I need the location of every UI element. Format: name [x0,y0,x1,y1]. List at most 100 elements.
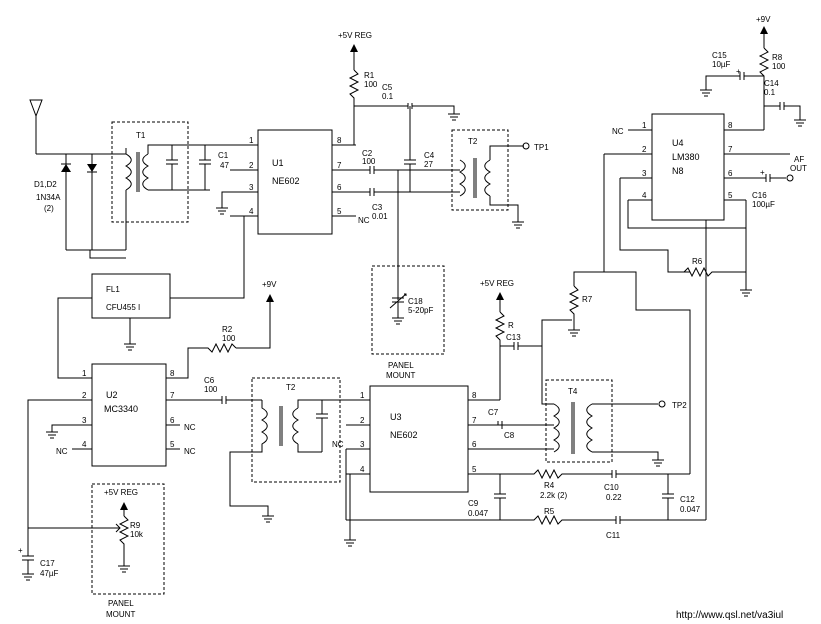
c11-ref: C11 [606,531,621,540]
t2-coils [458,145,524,229]
af-out-1: AF [794,155,804,164]
u3-part: NE602 [390,430,418,440]
u4-pin3: 3 [642,169,647,178]
t2-label: T2 [468,137,478,146]
c2-ref: C2 [362,149,373,158]
r3-ref: R [508,321,514,330]
u4-pin1: 1 [642,121,647,130]
c14-ref: C14 [764,79,779,88]
t4-coils [534,319,664,467]
u1-pin7: 7 [337,161,342,170]
rail-r9: +5V REG [104,488,138,497]
u1-pin8: 8 [337,136,342,145]
c18-ref: C18 [408,297,423,306]
u1-nc: NC [358,216,370,225]
c4-value: 27 [424,160,433,169]
rail-r2: +9V [262,280,277,289]
c18-value: 5-20pF [408,306,433,315]
u2-pin7: 7 [170,391,175,400]
u2-pin4: 4 [82,440,87,449]
c1-value: 47 [220,161,229,170]
c13-ref: C13 [506,333,521,342]
c6-value: 100 [204,385,218,394]
c9-value: 0.047 [468,509,489,518]
u3-pin5: 5 [472,465,477,474]
u3-pin6: 6 [472,440,477,449]
af-out-2: OUT [790,164,807,173]
source-url: http://www.qsl.net/va3iul [676,610,783,621]
rail-r8: +9V [756,15,771,24]
r3-resistor [494,311,506,400]
c15-value: 10µF [712,60,731,69]
u4-nc: NC [612,127,624,136]
u4-pin5: 5 [728,191,733,200]
u2-pin3: 3 [82,416,87,425]
u4-ref: U4 [672,138,684,148]
r7-resistor [568,285,580,337]
c9-ref: C9 [468,499,479,508]
tp2: TP2 [672,401,687,410]
c15-ref: C15 [712,51,727,60]
u2-chip [91,363,167,467]
u1-part: NE602 [272,176,300,186]
u1-ref: U1 [272,158,284,168]
u3-ref: U3 [390,412,402,422]
c16-plus: + [760,168,765,177]
r9-panel [91,483,165,595]
c14-value: 0.1 [764,88,776,97]
u4-pin8: 8 [728,121,733,130]
c18-panel [371,265,445,355]
t1-coils [124,144,250,250]
r2-resistor [180,342,237,379]
u2-pin1: 1 [82,369,87,378]
c7-ref: C7 [488,408,499,417]
u4-pin7: 7 [728,145,733,154]
r9-ref: R9 [130,521,141,530]
r4-ref: R4 [544,481,555,490]
u1-pin6: 6 [337,183,342,192]
panel-mount-2b: MOUNT [106,610,135,619]
fl1-part: CFU455 I [106,303,140,312]
r2-ref: R2 [222,325,233,334]
u4-pin2: 2 [642,145,647,154]
t1-shield [111,121,189,223]
c6-ref: C6 [204,376,215,385]
u4-pin6: 6 [728,169,733,178]
t4-shield [545,379,613,463]
u3-pin3: 3 [360,440,365,449]
c1-ref: C1 [218,151,229,160]
t1-label: T1 [136,131,146,140]
diodes-ref: D1,D2 [34,180,57,189]
u3-pin1: 1 [360,391,365,400]
c8-ref: C8 [504,431,515,440]
c10-ref: C10 [604,483,619,492]
c3-ref: C3 [372,203,383,212]
u1-pin2: 2 [249,161,254,170]
t2-shield [451,129,509,211]
r5-ref: R5 [544,507,555,516]
c2-value: 100 [362,157,376,166]
u2-part: MC3340 [104,404,138,414]
r1-ref: R1 [364,71,375,80]
c5-ref: C5 [382,83,393,92]
u4-suffix: N8 [672,166,684,176]
u3-pin4: 4 [360,465,365,474]
u2-nc-6: NC [184,423,196,432]
diodes-part: 1N34A [36,193,61,202]
rail-r1: +5V REG [338,31,372,40]
u3-pin8: 8 [472,391,477,400]
r2-value: 100 [222,334,236,343]
c17-ref: C17 [40,559,55,568]
u2-pin8: 8 [170,369,175,378]
r6-resistor [668,266,746,278]
u4-part: LM380 [672,152,700,162]
r9-potentiometer [115,515,130,573]
u2-pin6: 6 [170,416,175,425]
fl1-ref: FL1 [106,285,120,294]
t2b-coils [229,399,366,523]
diode-d1 [61,154,97,250]
antenna-icon [29,99,43,154]
r8-ref: R8 [772,53,783,62]
panel-mount-1b: MOUNT [386,371,415,380]
